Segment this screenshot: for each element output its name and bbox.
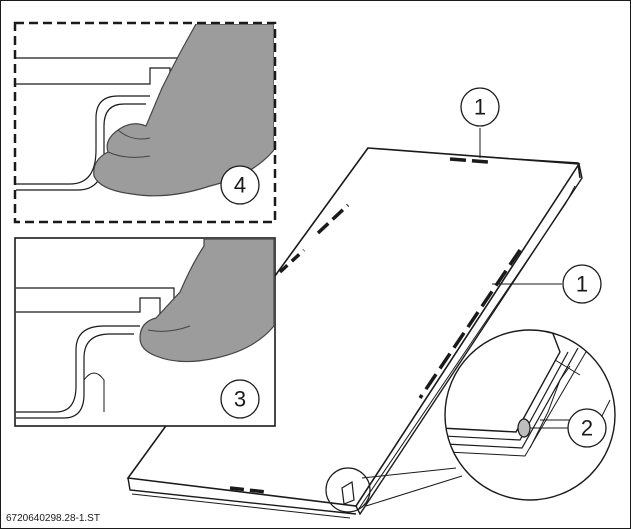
detail-marker-circle	[325, 467, 371, 513]
seal-mark-left	[316, 203, 350, 235]
magnifier-detail	[444, 329, 616, 501]
panel-bottom-edge	[127, 477, 357, 515]
corner-mount	[341, 481, 355, 505]
callout-4-label: 4	[234, 173, 246, 198]
callout-1-top: 1	[460, 87, 500, 158]
seal-mark-left-upper	[278, 248, 306, 274]
callout-1-right: 1	[492, 264, 602, 304]
callout-3-label: 3	[234, 387, 246, 412]
seal-mark-top	[449, 157, 489, 164]
callout-4: 4	[220, 165, 260, 205]
magnifier-circle	[444, 329, 616, 501]
magnifier-leader-line-2	[365, 475, 463, 507]
reference-code: 6720640298.28-1.ST	[6, 513, 100, 524]
callout-2: 2	[530, 408, 607, 448]
hand-illustration	[139, 239, 274, 363]
fastener-knob	[517, 418, 531, 438]
callout-1-right-label: 1	[576, 272, 588, 297]
magnifier-leader-line	[361, 467, 457, 479]
seal-mark-bottom	[229, 486, 267, 494]
callout-2-label: 2	[581, 416, 593, 441]
hand-illustration	[93, 24, 274, 197]
seal-mark-right	[418, 249, 522, 399]
callout-3: 3	[220, 379, 260, 419]
callout-1-top-label: 1	[474, 95, 486, 120]
